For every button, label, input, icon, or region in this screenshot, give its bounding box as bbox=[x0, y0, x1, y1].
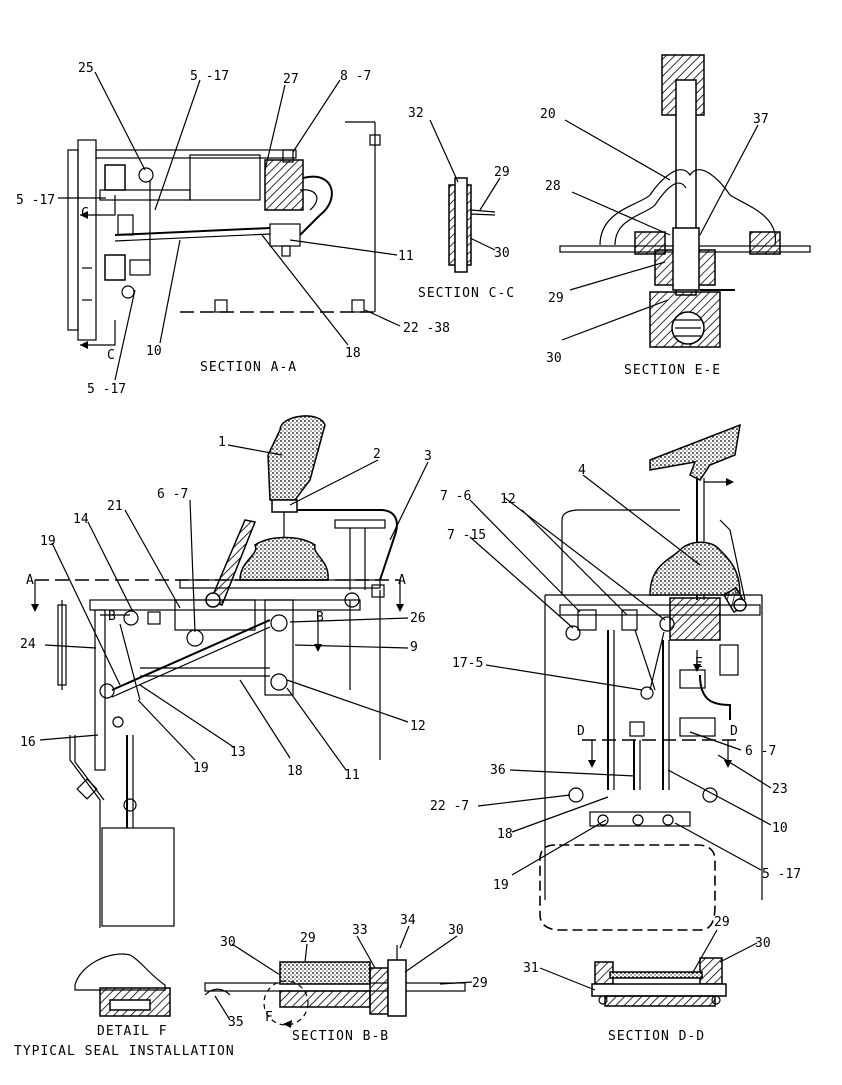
callout-bb-2: 33 bbox=[352, 923, 368, 938]
cut-mark-d-left: D bbox=[577, 724, 585, 739]
detail-f-drawing bbox=[74, 953, 171, 1017]
callout-main-3: 6 -7 bbox=[157, 487, 188, 502]
callout-aa-8: 22 -38 bbox=[403, 321, 450, 336]
callout-right-10: 18 bbox=[497, 827, 513, 842]
section-bb-caption: SECTION B-B bbox=[292, 1029, 389, 1044]
callout-aa-3: 8 -7 bbox=[340, 69, 371, 84]
section-dd-drawing bbox=[591, 957, 727, 1007]
callout-right-5: 6 -7 bbox=[745, 744, 776, 759]
callout-aa-1: 5 -17 bbox=[190, 69, 229, 84]
callout-main-7: 24 bbox=[20, 637, 36, 652]
callout-aa-0: 25 bbox=[78, 61, 94, 76]
cut-mark-f-detail: F bbox=[265, 1010, 273, 1025]
callout-aa-2: 27 bbox=[283, 72, 299, 87]
callout-main-2: 3 bbox=[424, 449, 432, 464]
callout-cc-2: 30 bbox=[494, 246, 510, 261]
callout-main-14: 9 bbox=[410, 640, 418, 655]
callout-dd-1: 29 bbox=[714, 915, 730, 930]
callout-main-6: 19 bbox=[40, 534, 56, 549]
callout-ee-4: 30 bbox=[546, 351, 562, 366]
section-ee-drawing bbox=[559, 54, 811, 348]
cut-mark-b-right: B bbox=[316, 610, 324, 625]
callout-aa-5: 11 bbox=[398, 249, 414, 264]
callout-cc-1: 29 bbox=[494, 165, 510, 180]
cut-mark-b-left: B bbox=[108, 609, 116, 624]
callout-main-0: 1 bbox=[218, 435, 226, 450]
section-ee-caption: SECTION E-E bbox=[624, 363, 721, 378]
cut-mark-c-top: C bbox=[81, 206, 89, 221]
cut-mark-a-left: A bbox=[26, 573, 34, 588]
callout-aa-6: 10 bbox=[146, 344, 162, 359]
callout-right-3: 7 -15 bbox=[447, 528, 486, 543]
cut-mark-d-right: D bbox=[730, 724, 738, 739]
callout-bb-6: 35 bbox=[228, 1015, 244, 1030]
cut-mark-c-bottom: C bbox=[107, 348, 115, 363]
callout-dd-2: 30 bbox=[755, 936, 771, 951]
seal-installation-caption: TYPICAL SEAL INSTALLATION bbox=[14, 1044, 235, 1059]
callout-right-1: 7 -6 bbox=[440, 489, 471, 504]
callout-right-9: 19 bbox=[493, 878, 509, 893]
callout-dd-0: 31 bbox=[523, 961, 539, 976]
section-cc-caption: SECTION C-C bbox=[418, 286, 515, 301]
callout-main-5: 14 bbox=[73, 512, 89, 527]
callout-right-12: 36 bbox=[490, 763, 506, 778]
callout-cc-0: 32 bbox=[408, 106, 424, 121]
callout-main-12: 11 bbox=[344, 768, 360, 783]
callout-main-11: 18 bbox=[287, 764, 303, 779]
callout-bb-4: 30 bbox=[448, 923, 464, 938]
callout-right-11: 22 -7 bbox=[430, 799, 469, 814]
callout-aa-9: 5 -17 bbox=[87, 382, 126, 397]
callout-main-15: 26 bbox=[410, 611, 426, 626]
callout-ee-0: 20 bbox=[540, 107, 556, 122]
callout-aa-7: 18 bbox=[345, 346, 361, 361]
callout-ee-1: 37 bbox=[753, 112, 769, 127]
callout-bb-1: 29 bbox=[300, 931, 316, 946]
callout-bb-0: 30 bbox=[220, 935, 236, 950]
cut-mark-e-right: E bbox=[695, 656, 703, 671]
section-dd-caption: SECTION D-D bbox=[608, 1029, 705, 1044]
callout-main-1: 2 bbox=[373, 447, 381, 462]
callout-right-7: 10 bbox=[772, 821, 788, 836]
section-aa-drawing bbox=[67, 121, 381, 349]
callout-aa-4: 5 -17 bbox=[16, 193, 55, 208]
section-bb-drawing bbox=[204, 945, 466, 1028]
cut-mark-a-right: A bbox=[398, 573, 406, 588]
callout-main-10: 13 bbox=[230, 745, 246, 760]
callout-right-2: 12 bbox=[500, 492, 516, 507]
callout-main-4: 21 bbox=[107, 499, 123, 514]
callout-right-0: 4 bbox=[578, 463, 586, 478]
callout-ee-2: 28 bbox=[545, 179, 561, 194]
leader-lines bbox=[39, 71, 772, 1021]
callout-ee-3: 29 bbox=[548, 291, 564, 306]
callout-main-9: 19 bbox=[193, 761, 209, 776]
detail-f-caption: DETAIL F bbox=[97, 1024, 168, 1039]
callout-main-13: 12 bbox=[410, 719, 426, 734]
right-view-drawing bbox=[539, 423, 763, 931]
section-aa-caption: SECTION A-A bbox=[200, 360, 297, 375]
section-cc-drawing bbox=[448, 177, 496, 273]
callout-bb-3: 34 bbox=[400, 913, 416, 928]
callout-right-8: 5 -17 bbox=[762, 867, 801, 882]
callout-main-8: 16 bbox=[20, 735, 36, 750]
callout-bb-5: 29 bbox=[472, 976, 488, 991]
callout-right-6: 23 bbox=[772, 782, 788, 797]
main-view-drawing bbox=[31, 415, 404, 928]
callout-right-4: 17-5 bbox=[452, 656, 483, 671]
